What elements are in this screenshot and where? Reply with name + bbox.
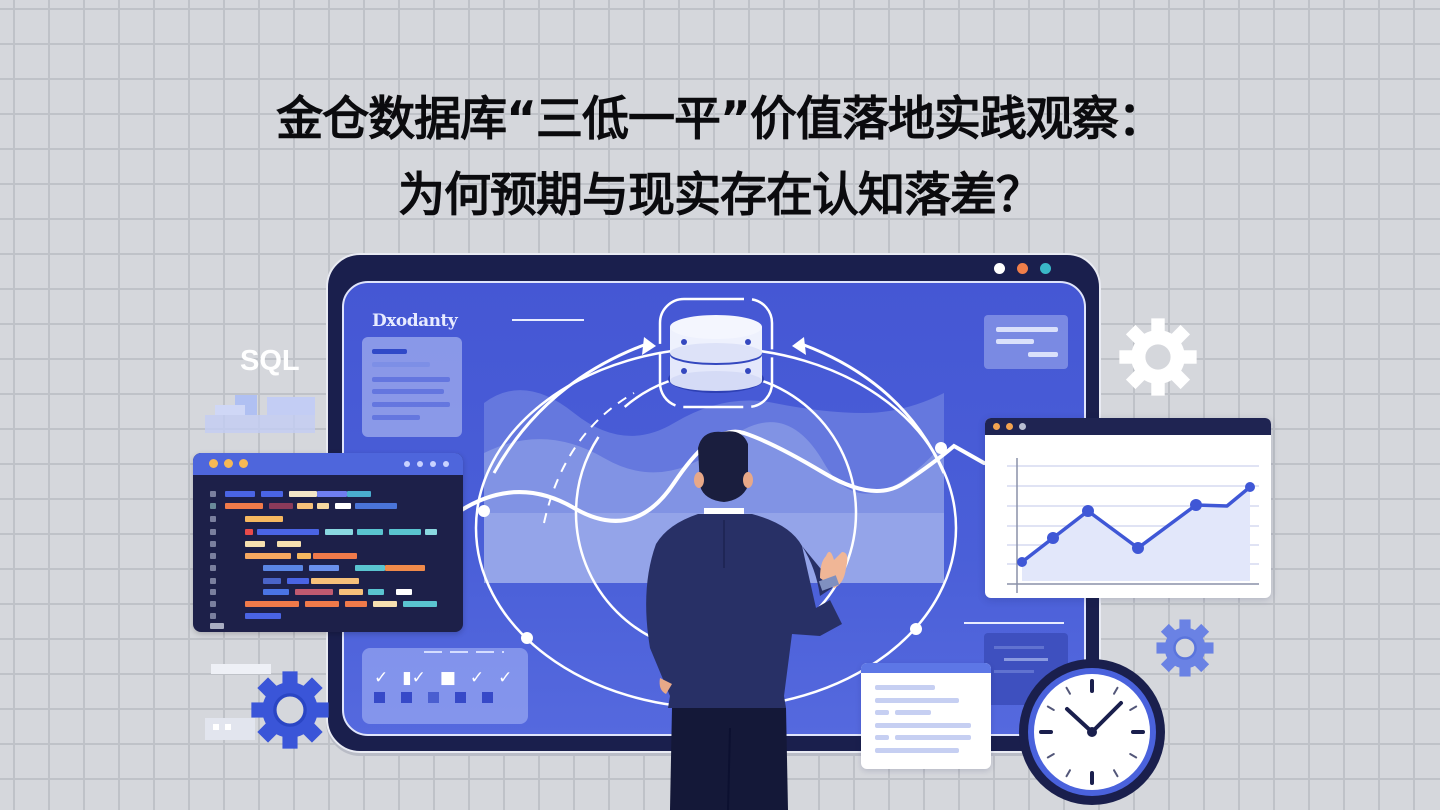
check-icon: ✓ xyxy=(498,668,513,688)
check-icon: ✓ xyxy=(469,668,485,688)
chart-card-titlebar xyxy=(985,418,1271,435)
database-icon xyxy=(658,297,774,409)
clock-hour-hand xyxy=(1065,707,1094,734)
headline-line-2: 为何预期与现实存在认知落差？ xyxy=(398,168,1043,223)
clock-icon xyxy=(1019,659,1165,805)
headline: 金仓数据库“三低一平”价值落地实践观察： 为何预期与现实存在认知落差？ xyxy=(0,96,1440,219)
code-editor-window xyxy=(193,453,463,632)
check-icon: ■ xyxy=(439,668,456,688)
businessman-figure xyxy=(646,431,848,810)
clock-minute-hand xyxy=(1090,701,1123,734)
check-icon: ✓ xyxy=(374,668,389,688)
line-chart-card xyxy=(985,418,1271,598)
check-icon: ▮✓ xyxy=(402,668,426,688)
info-panel-left xyxy=(362,337,462,437)
window-dot-teal xyxy=(1040,263,1051,274)
gear-icon xyxy=(1156,619,1214,677)
code-window-titlebar xyxy=(193,453,463,475)
document-card xyxy=(861,663,991,769)
brand-label: Dxodanty xyxy=(372,311,458,331)
gear-icon xyxy=(251,671,329,749)
sql-label: SQL xyxy=(240,345,300,377)
decorative-blocks xyxy=(205,664,271,740)
monitor-window-dots xyxy=(994,263,1051,274)
checklist-panel: ✓ ▮✓ ■ ✓ ✓ xyxy=(362,648,528,724)
window-dot-white xyxy=(994,263,1005,274)
checklist-marks: ✓ ▮✓ ■ ✓ ✓ xyxy=(374,668,512,688)
sql-ghost-blocks xyxy=(205,395,315,433)
line-chart xyxy=(1007,458,1259,593)
gear-icon xyxy=(1119,318,1197,396)
headline-line-1: 金仓数据库“三低一平”价值落地实践观察： xyxy=(276,92,1165,147)
info-panel-right xyxy=(984,315,1068,369)
checklist-squares xyxy=(374,692,493,703)
window-dot-orange xyxy=(1017,263,1028,274)
